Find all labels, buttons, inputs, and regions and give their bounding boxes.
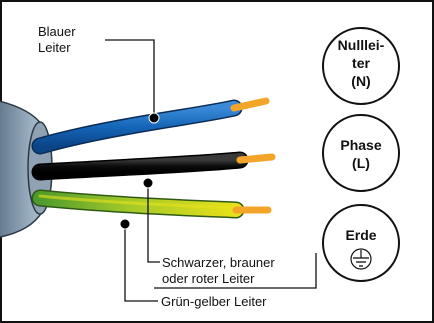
- neutral-label-line2: ter: [352, 55, 370, 71]
- black-label-line1: Schwarzer, brauner: [162, 255, 275, 270]
- earth-label: Erde: [345, 227, 376, 243]
- green-yellow-wire: [31, 189, 272, 219]
- blue-leader: [105, 39, 160, 124]
- earth-circle: Erde: [322, 204, 400, 282]
- phase-label-line2: (L): [352, 155, 370, 171]
- green-leader: [119, 218, 158, 302]
- ground-icon: [350, 248, 372, 270]
- black-leader: [142, 177, 160, 263]
- green-label: Grün-gelber Leiter: [161, 294, 267, 309]
- blue-wire-copper: [230, 97, 270, 112]
- blue-wire: [31, 97, 270, 155]
- neutral-circle: Nulllei- ter (N): [322, 27, 400, 105]
- black-wire-copper: [236, 153, 276, 164]
- phase-label-line1: Phase: [340, 137, 381, 153]
- phase-circle: Phase (L): [322, 114, 400, 192]
- blue-label-line1: Blauer: [38, 24, 76, 39]
- blue-label-line2: Leiter: [38, 40, 71, 55]
- black-label-line2: oder roter Leiter: [162, 271, 255, 286]
- neutral-label-line3: (N): [351, 73, 370, 89]
- neutral-label-line1: Nulllei-: [338, 37, 385, 53]
- black-label-box: [154, 253, 317, 289]
- black-wire: [31, 151, 276, 181]
